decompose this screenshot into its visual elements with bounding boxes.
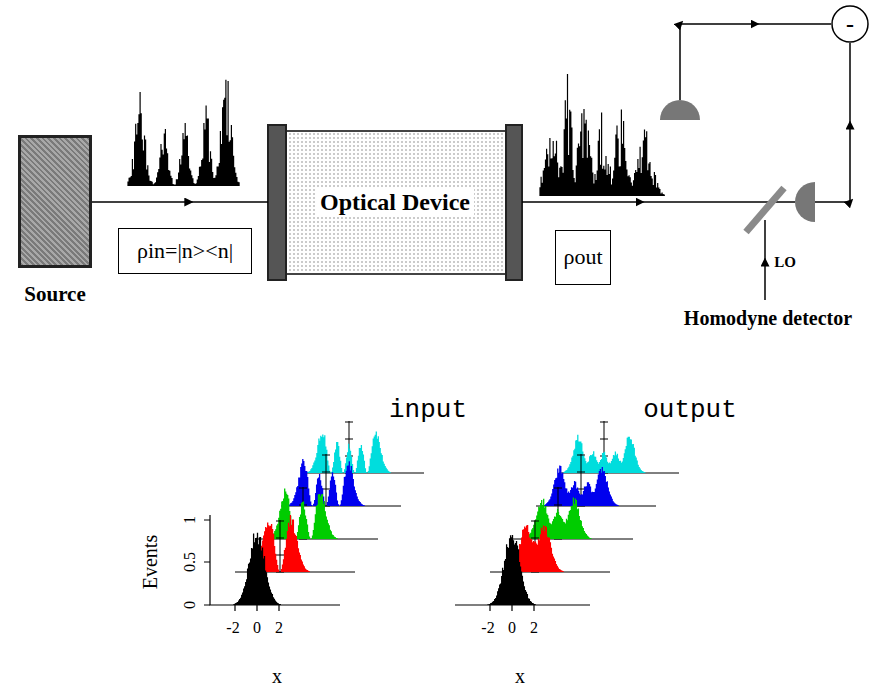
- node-label: ρin=|n><n|: [137, 239, 233, 263]
- end-plate: [268, 125, 286, 280]
- histogram-bars: [269, 489, 337, 540]
- histogram-layer: [258, 487, 378, 539]
- subtractor-circle: -: [831, 5, 869, 43]
- photodetector: [660, 100, 700, 120]
- part-name: Source: [24, 283, 85, 306]
- source-box: Source: [18, 135, 92, 268]
- signal-wire: [815, 43, 850, 202]
- histogram-layer: [281, 454, 401, 506]
- beam-label: LO: [774, 254, 796, 271]
- histogram-bars: [564, 435, 645, 473]
- plot-title: input: [389, 395, 467, 425]
- histogram-bars: [234, 533, 280, 605]
- axis-title: x: [272, 665, 282, 686]
- state-box: ρin=|n><n|: [118, 228, 252, 274]
- histogram-bars: [488, 535, 536, 605]
- histogram-layer: [513, 487, 633, 539]
- part-name: Homodyne detector: [684, 307, 852, 330]
- histograms: [128, 74, 679, 605]
- histogram-layer: [304, 421, 424, 473]
- beam-line: [522, 201, 795, 203]
- histogram-layer: [234, 533, 280, 605]
- tick-label: 2: [530, 619, 538, 637]
- device-interior: [286, 131, 507, 274]
- tick-label: 2: [275, 619, 283, 637]
- histogram-layer: [559, 421, 679, 473]
- photodetector: [795, 182, 815, 222]
- histogram-layer: [488, 535, 536, 605]
- state-box: ρout: [555, 230, 611, 285]
- histogram-bars: [288, 459, 364, 506]
- tick-label: 0: [253, 619, 261, 637]
- end-plate: [506, 125, 522, 280]
- photon-histogram: [540, 74, 664, 196]
- plot-title: output: [643, 395, 737, 425]
- beam-arrow: [92, 201, 268, 203]
- node-label: ρout: [563, 245, 602, 269]
- signal-wire: [680, 24, 831, 100]
- node-label: Optical Device: [316, 188, 474, 216]
- tick-label: 0.5: [181, 552, 199, 572]
- optical-device: Optical Device: [268, 125, 522, 280]
- lo-beam: [764, 220, 766, 300]
- histogram-layer: [536, 454, 656, 506]
- tick-label: -2: [226, 619, 239, 637]
- tick-label: -2: [481, 619, 494, 637]
- axis-title: Events: [139, 535, 162, 589]
- histogram-bars: [544, 466, 618, 506]
- photon-histogram: [128, 80, 239, 186]
- operator-symbol: -: [846, 11, 854, 37]
- tick-label: 0: [181, 601, 199, 609]
- tick-label: 1: [181, 516, 199, 524]
- axis-title: x: [515, 665, 525, 686]
- tick-label: 0: [508, 619, 516, 637]
